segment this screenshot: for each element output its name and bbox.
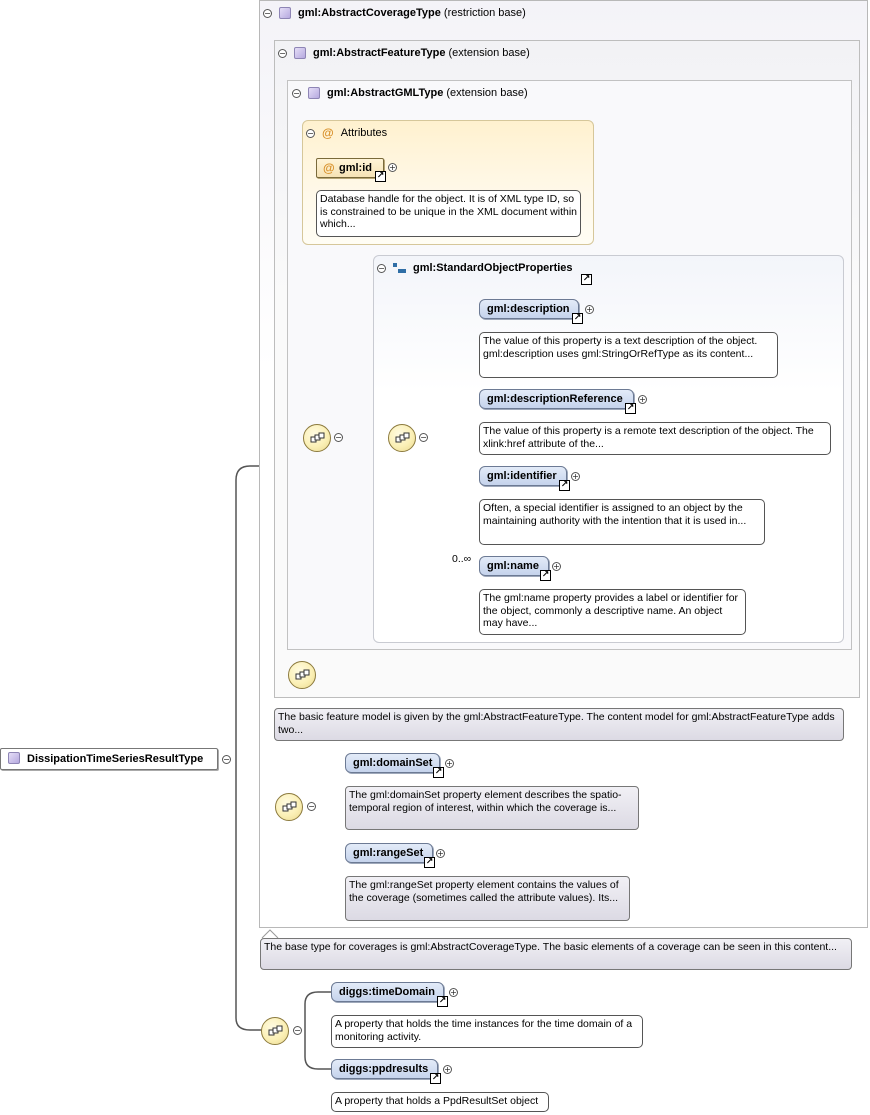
collapse-toggle[interactable]: − bbox=[292, 88, 301, 98]
element-doc: The value of this property is a remote t… bbox=[479, 422, 831, 455]
expand-toggle[interactable]: + bbox=[443, 1065, 452, 1074]
collapse-toggle[interactable]: − bbox=[306, 128, 315, 138]
reference-arrow-icon[interactable]: ↗ bbox=[437, 996, 448, 1007]
type-icon bbox=[308, 87, 320, 99]
element-diggs-timedomain[interactable]: diggs:timeDomain bbox=[331, 982, 444, 1002]
element-doc: A property that holds a PpdResultSet obj… bbox=[331, 1092, 549, 1112]
collapse-toggle[interactable]: − bbox=[278, 48, 287, 58]
coverage-type-doc: The base type for coverages is gml:Abstr… bbox=[260, 938, 852, 970]
abstract-feature-type-header[interactable]: − gml:AbstractFeatureType (extension bas… bbox=[278, 47, 530, 59]
element-gml-description-reference[interactable]: gml:descriptionReference bbox=[479, 389, 634, 409]
reference-arrow-icon[interactable]: ↗ bbox=[430, 1073, 441, 1084]
abstract-coverage-type-header[interactable]: − gml:AbstractCoverageType (restriction … bbox=[263, 7, 526, 19]
type-relation: (restriction base) bbox=[443, 7, 526, 19]
expand-toggle[interactable]: + bbox=[585, 305, 594, 314]
attribute-icon: @ bbox=[323, 161, 335, 175]
sequence-compositor-icon[interactable] bbox=[275, 793, 303, 821]
reference-arrow-icon[interactable]: ↗ bbox=[581, 274, 592, 285]
element-doc: The gml:rangeSet property element contai… bbox=[345, 876, 630, 921]
reference-arrow-icon[interactable]: ↗ bbox=[625, 403, 636, 414]
element-doc: Often, a special identifier is assigned … bbox=[479, 499, 765, 545]
element-gml-rangeset[interactable]: gml:rangeSet bbox=[345, 843, 433, 863]
reference-arrow-icon[interactable]: ↗ bbox=[540, 570, 551, 581]
expand-toggle[interactable]: + bbox=[638, 395, 647, 404]
collapse-toggle[interactable]: − bbox=[293, 1026, 302, 1035]
type-name: gml:AbstractGMLType bbox=[327, 87, 444, 99]
element-diggs-ppdresults[interactable]: diggs:ppdresults bbox=[331, 1059, 438, 1079]
root-type[interactable]: DissipationTimeSeriesResultType bbox=[0, 748, 218, 770]
reference-arrow-icon[interactable]: ↗ bbox=[559, 480, 570, 491]
type-icon bbox=[294, 47, 306, 59]
expand-toggle[interactable]: + bbox=[436, 849, 445, 858]
collapse-toggle[interactable]: − bbox=[307, 802, 316, 811]
group-name: gml:StandardObjectProperties bbox=[413, 262, 573, 274]
element-doc: The gml:domainSet property element descr… bbox=[345, 786, 639, 830]
feature-type-doc: The basic feature model is given by the … bbox=[274, 708, 844, 741]
sequence-compositor-icon[interactable] bbox=[288, 661, 316, 689]
collapse-toggle[interactable]: − bbox=[263, 8, 272, 18]
type-name: gml:AbstractFeatureType bbox=[313, 47, 446, 59]
collapse-toggle[interactable]: − bbox=[334, 433, 343, 442]
sequence-compositor-icon[interactable] bbox=[261, 1017, 289, 1045]
expand-toggle[interactable]: + bbox=[388, 163, 397, 172]
element-gml-domainset[interactable]: gml:domainSet bbox=[345, 753, 440, 773]
type-relation: (extension base) bbox=[446, 87, 528, 99]
attribute-name: gml:id bbox=[339, 162, 372, 174]
attribute-doc: Database handle for the object. It is of… bbox=[316, 190, 581, 237]
reference-arrow-icon[interactable]: ↗ bbox=[375, 171, 386, 182]
attribute-icon: @ bbox=[322, 126, 334, 140]
attribute-gml-id[interactable]: @ gml:id bbox=[316, 158, 384, 178]
sequence-compositor-icon[interactable] bbox=[388, 424, 416, 452]
collapse-toggle[interactable]: − bbox=[222, 755, 231, 764]
group-header[interactable]: − gml:StandardObjectProperties bbox=[377, 262, 573, 274]
type-icon bbox=[8, 752, 20, 764]
reference-arrow-icon[interactable]: ↗ bbox=[424, 857, 435, 868]
attributes-header[interactable]: − @ Attributes bbox=[306, 126, 387, 140]
type-name: gml:AbstractCoverageType bbox=[298, 7, 441, 19]
element-doc: A property that holds the time instances… bbox=[331, 1015, 643, 1048]
type-icon bbox=[279, 7, 291, 19]
element-gml-identifier[interactable]: gml:identifier bbox=[479, 466, 567, 486]
cardinality-label: 0..∞ bbox=[452, 553, 472, 565]
expand-toggle[interactable]: + bbox=[445, 759, 454, 768]
expand-toggle[interactable]: + bbox=[552, 562, 561, 571]
element-doc: The gml:name property provides a label o… bbox=[479, 589, 746, 635]
sequence-compositor-icon[interactable] bbox=[303, 424, 331, 452]
type-relation: (extension base) bbox=[448, 47, 530, 59]
root-name: DissipationTimeSeriesResultType bbox=[27, 753, 204, 765]
reference-arrow-icon[interactable]: ↗ bbox=[572, 313, 583, 324]
attributes-title: Attributes bbox=[340, 127, 388, 139]
element-gml-description[interactable]: gml:description bbox=[479, 299, 579, 319]
collapse-toggle[interactable]: − bbox=[377, 263, 386, 273]
collapse-toggle[interactable]: − bbox=[419, 433, 428, 442]
element-gml-name[interactable]: gml:name bbox=[479, 556, 549, 576]
expand-toggle[interactable]: + bbox=[571, 472, 580, 481]
element-doc: The value of this property is a text des… bbox=[479, 332, 778, 378]
reference-arrow-icon[interactable]: ↗ bbox=[433, 767, 444, 778]
expand-toggle[interactable]: + bbox=[449, 988, 458, 997]
group-icon bbox=[393, 262, 406, 274]
abstract-gml-type-header[interactable]: − gml:AbstractGMLType (extension base) bbox=[292, 87, 528, 99]
